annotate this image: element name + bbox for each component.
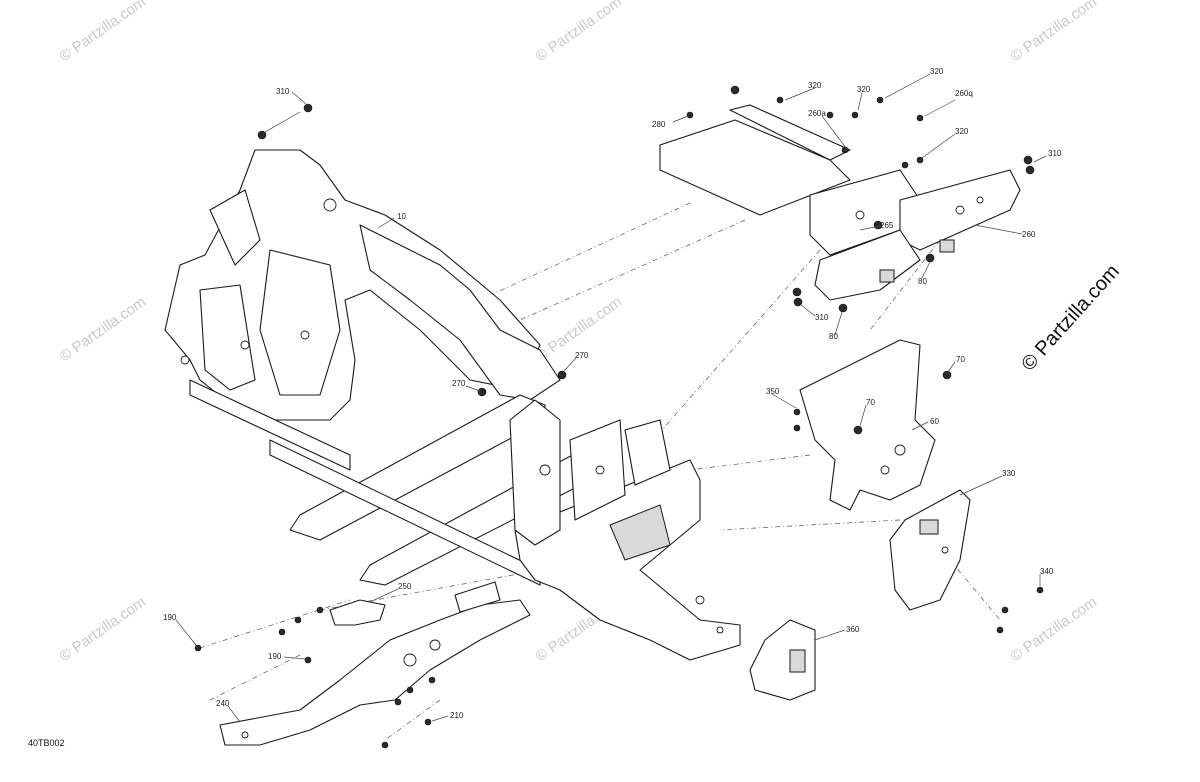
callout-250: 250 xyxy=(398,582,412,591)
bolt xyxy=(294,616,302,624)
nut xyxy=(826,111,834,119)
nut xyxy=(406,686,414,694)
callout-320: 320 xyxy=(930,67,944,76)
callout-265: 265 xyxy=(880,221,894,230)
callout-330: 330 xyxy=(1002,469,1016,478)
leader-lines xyxy=(175,73,1047,723)
plate-330 xyxy=(889,489,971,611)
alignment-line xyxy=(384,699,441,741)
callout-80: 80 xyxy=(829,332,838,341)
callout-70: 70 xyxy=(956,355,965,364)
callout-270: 270 xyxy=(575,351,589,360)
nut xyxy=(428,676,436,684)
nut xyxy=(477,387,487,397)
callout-350: 350 xyxy=(766,387,780,396)
rear-subframe xyxy=(659,104,1021,301)
watermark: © Partzilla.com xyxy=(57,0,150,65)
watermark: © Partzilla.com xyxy=(1008,593,1101,665)
callout-310: 310 xyxy=(815,313,829,322)
main-frame xyxy=(164,149,741,661)
bolt xyxy=(304,656,312,664)
callout-310: 310 xyxy=(276,87,290,96)
callout-260q: 260q xyxy=(955,89,973,98)
bolt xyxy=(942,370,952,380)
watermark: © Partzilla.com xyxy=(57,593,150,665)
nut xyxy=(424,718,432,726)
watermark: © Partzilla.com xyxy=(57,293,150,365)
nut xyxy=(557,370,567,380)
callout-210: 210 xyxy=(450,711,464,720)
callout-280: 280 xyxy=(652,120,666,129)
callout-190: 190 xyxy=(268,652,282,661)
nut xyxy=(686,111,694,119)
callout-80: 80 xyxy=(918,277,927,286)
nut xyxy=(901,161,909,169)
nut xyxy=(257,130,267,140)
alignment-line xyxy=(199,599,351,649)
nut xyxy=(838,303,848,313)
fasteners xyxy=(194,85,1044,749)
callout-360: 360 xyxy=(846,625,860,634)
nut xyxy=(793,424,801,432)
part-360 xyxy=(749,619,816,701)
callout-240: 240 xyxy=(216,699,230,708)
nut xyxy=(381,741,389,749)
alignment-line xyxy=(719,519,901,531)
alignment-line xyxy=(209,654,301,701)
nut xyxy=(925,253,935,263)
nut xyxy=(792,287,802,297)
alignment-line xyxy=(949,559,1001,621)
watermark: © Partzilla.com xyxy=(1008,0,1101,65)
nut xyxy=(851,111,859,119)
nut xyxy=(876,96,884,104)
drawing-code: 40TB002 xyxy=(28,738,65,748)
nut xyxy=(1023,155,1033,165)
callout-260: 260 xyxy=(1022,230,1036,239)
callout-320: 320 xyxy=(955,127,969,136)
nut xyxy=(303,103,313,113)
callout-340: 340 xyxy=(1040,567,1054,576)
bolt xyxy=(1036,586,1044,594)
nut xyxy=(1025,165,1035,175)
watermark: © Partzilla.com xyxy=(533,0,626,65)
nut xyxy=(916,156,924,164)
callout-70: 70 xyxy=(866,398,875,407)
nut xyxy=(841,146,849,154)
callout-310: 310 xyxy=(1048,149,1062,158)
copyright-label: © Partzilla.com xyxy=(1017,260,1124,375)
callout-320: 320 xyxy=(808,81,822,90)
alignment-line xyxy=(519,219,746,321)
bracket-60 xyxy=(799,339,936,511)
bolt xyxy=(316,606,324,614)
nut xyxy=(730,85,740,95)
bolt xyxy=(853,425,863,435)
callout-10: 10 xyxy=(397,212,406,221)
bolt xyxy=(194,644,202,652)
bolt xyxy=(1001,606,1009,614)
plate-250 xyxy=(329,599,386,626)
callout-190: 190 xyxy=(163,613,177,622)
nut xyxy=(793,408,801,416)
nut xyxy=(394,698,402,706)
callouts: 310 10 280 320 320 320 260a 260q 320 310… xyxy=(163,67,1062,720)
callout-60: 60 xyxy=(930,417,939,426)
nut xyxy=(916,114,924,122)
nut xyxy=(776,96,784,104)
alignment-line xyxy=(639,249,821,456)
callout-270: 270 xyxy=(452,379,466,388)
alignment-line xyxy=(479,202,691,301)
callout-260a: 260a xyxy=(808,109,826,118)
alignment-line xyxy=(689,454,811,471)
bolt xyxy=(996,626,1004,634)
bolt xyxy=(278,628,286,636)
lower-arm-240 xyxy=(219,581,531,746)
callout-320: 320 xyxy=(857,85,871,94)
